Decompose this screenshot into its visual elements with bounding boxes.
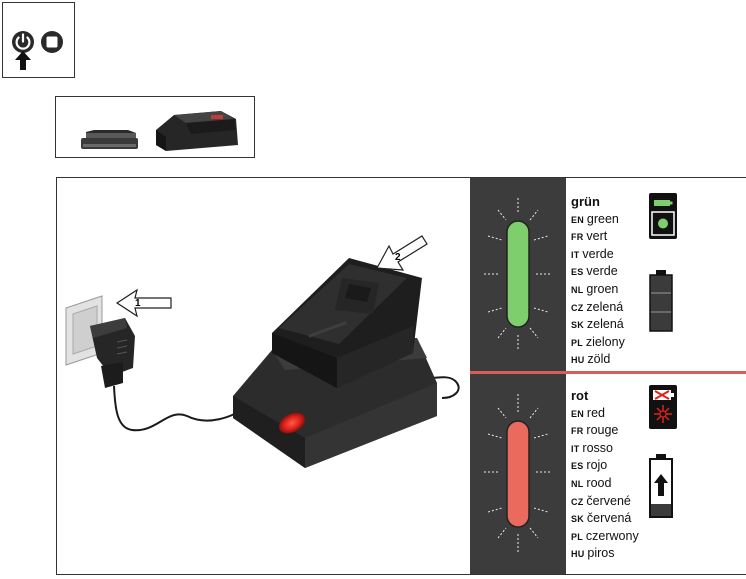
callout-label-2: 2 [395, 252, 401, 263]
green-heading: grün [571, 194, 600, 209]
charger-status-led [278, 412, 306, 434]
stop-icon [41, 31, 63, 53]
callout-arrow-1: 1 [115, 288, 172, 318]
red-heading: rot [571, 388, 589, 403]
red-led-bar [506, 420, 530, 528]
battery-pack-image [272, 258, 422, 388]
parts-illustration [81, 111, 238, 151]
arrow-up-icon [15, 51, 31, 70]
control-icons-box [2, 2, 75, 78]
wall-socket-image [65, 295, 103, 366]
callout-label-1: 1 [135, 298, 141, 309]
battery-pack-image [81, 130, 138, 149]
control-icons [12, 31, 63, 70]
battery-charged-indicator-icon [649, 193, 677, 239]
battery-charging-icon [649, 454, 673, 518]
battery-full-icon [649, 270, 673, 332]
green-led-graphic [484, 198, 552, 351]
charging-illustration: 1 2 [65, 235, 460, 468]
power-icon [12, 31, 34, 53]
callout-arrow-2: 2 [376, 235, 428, 271]
power-plug-image [90, 318, 135, 388]
red-led-graphic [484, 394, 552, 552]
green-led-bar [506, 220, 530, 328]
parts-box [55, 96, 255, 158]
battery-fault-icon [649, 385, 677, 429]
panel-divider [470, 371, 746, 374]
charger-image [156, 111, 238, 151]
